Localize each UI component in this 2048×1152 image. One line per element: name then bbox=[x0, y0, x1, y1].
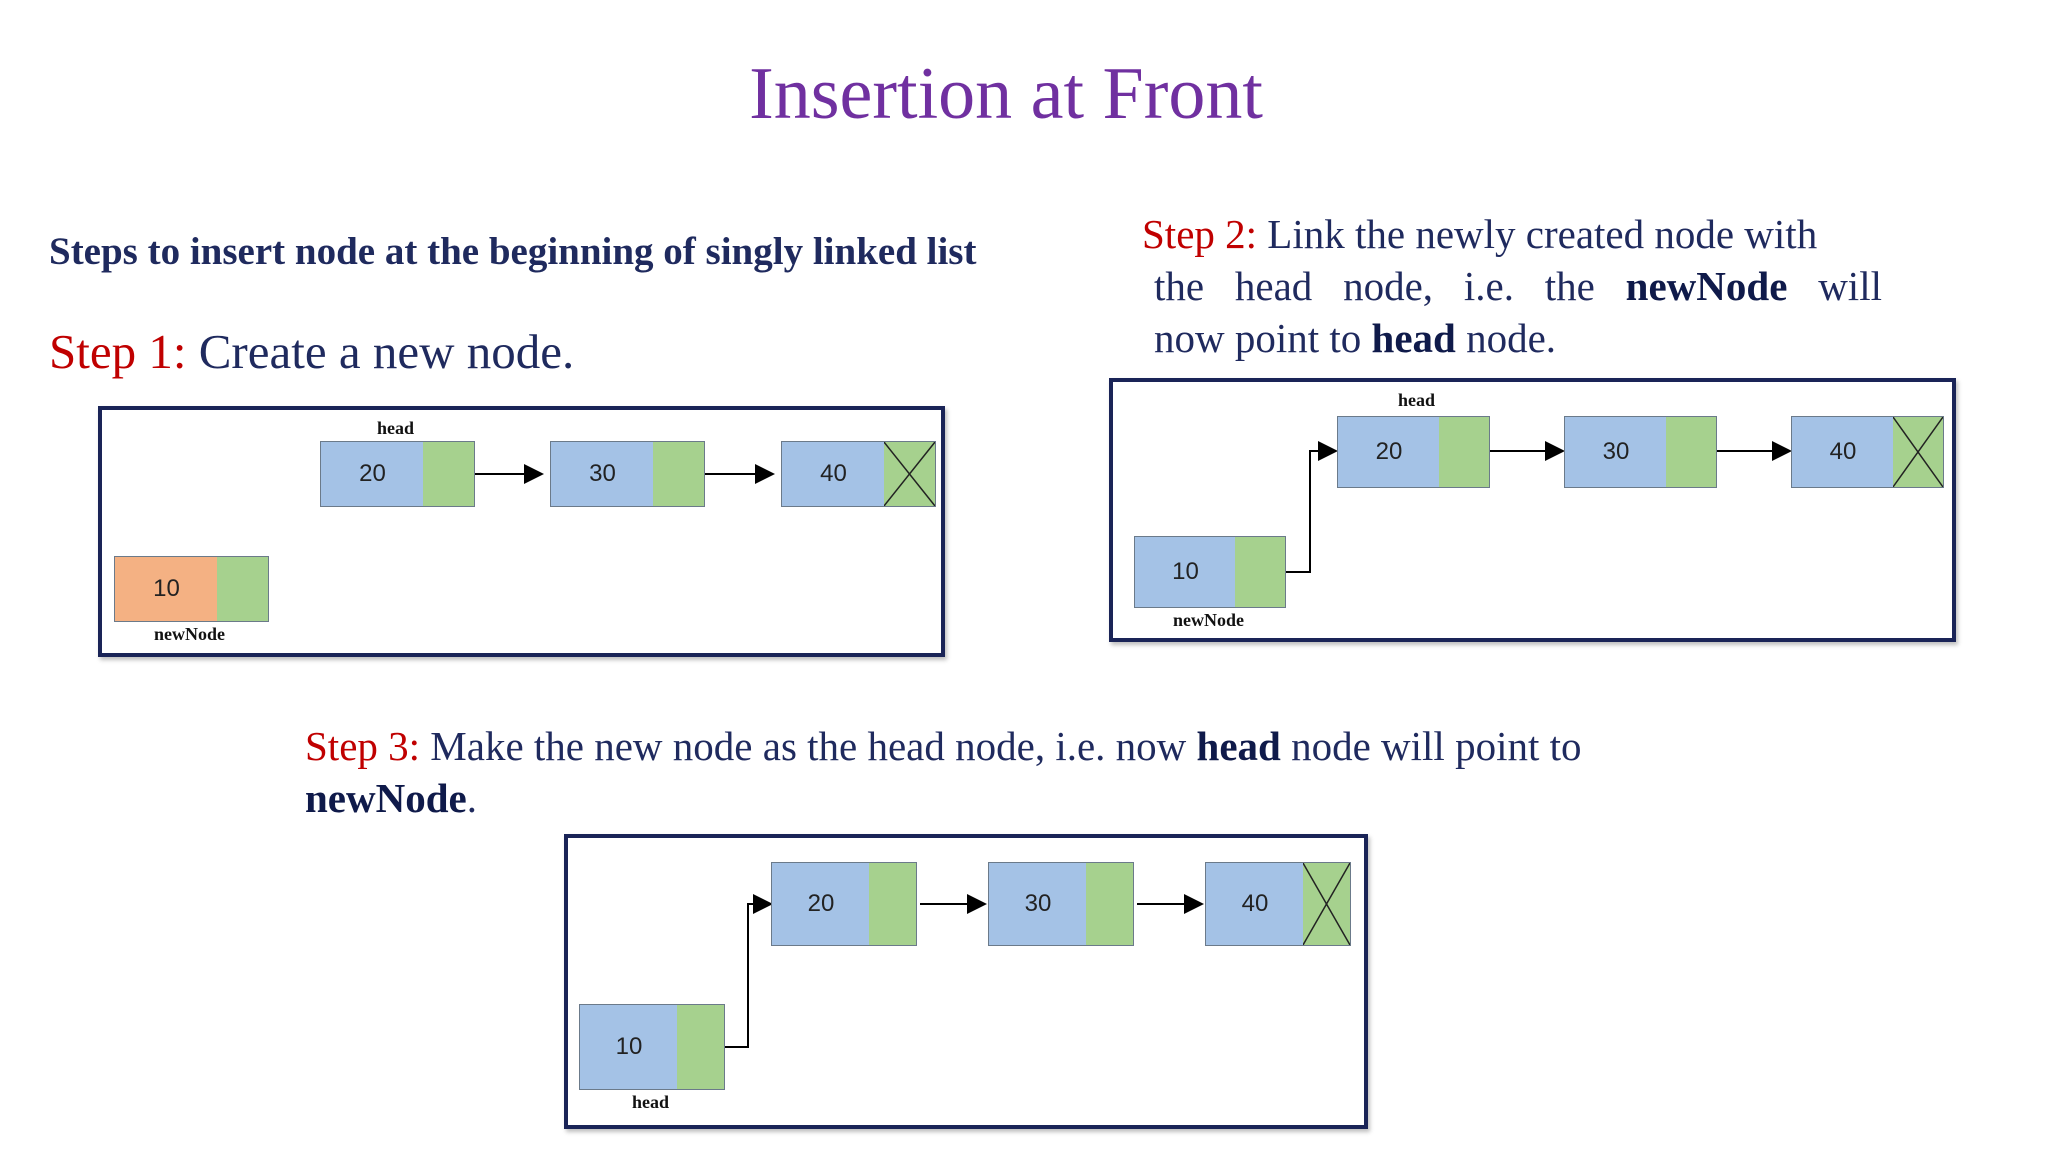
node-value: 30 bbox=[989, 863, 1088, 945]
step2-line2b: newNode bbox=[1625, 263, 1788, 309]
new-node: 10 bbox=[114, 556, 269, 622]
step3-diagram: 20 30 40 10 head bbox=[564, 834, 1368, 1129]
step2-line3b: head bbox=[1371, 315, 1456, 361]
step3-text: Step 3: Make the new node as the head no… bbox=[305, 720, 1745, 824]
node-value: 20 bbox=[321, 442, 425, 506]
list-node: 30 bbox=[550, 441, 705, 507]
step2-line2c: will bbox=[1787, 263, 1882, 309]
step3-arrows bbox=[725, 894, 1204, 1048]
head-label: head bbox=[1398, 390, 1436, 410]
step2-line3a: now point to bbox=[1154, 315, 1372, 361]
node-value: 20 bbox=[772, 863, 871, 945]
node-pointer bbox=[1666, 417, 1716, 487]
node-pointer bbox=[1439, 417, 1489, 487]
head-label: head bbox=[632, 1092, 670, 1112]
node-pointer bbox=[423, 442, 474, 506]
step2-text: Step 2: Link the newly created node with… bbox=[1142, 208, 1882, 364]
list-node: 40 bbox=[1791, 416, 1944, 488]
new-node: 10 bbox=[1134, 536, 1286, 608]
head-label: head bbox=[377, 418, 415, 438]
null-pointer-icon bbox=[1893, 417, 1943, 487]
step3-text-a: Make the new node as the head node, i.e.… bbox=[420, 723, 1197, 769]
node-value: 40 bbox=[1206, 863, 1305, 945]
newnode-label: newNode bbox=[1173, 610, 1244, 630]
step2-line1: Link the newly created node with bbox=[1257, 211, 1818, 257]
node-pointer bbox=[1086, 863, 1133, 945]
node-value: 30 bbox=[1565, 417, 1668, 487]
step3-text-c: node will point to bbox=[1280, 723, 1582, 769]
node-value: 30 bbox=[551, 442, 655, 506]
node-pointer bbox=[677, 1005, 724, 1089]
step3-text-b: head bbox=[1196, 723, 1281, 769]
step1-label: Step 1: bbox=[49, 324, 187, 379]
list-node: 20 bbox=[320, 441, 475, 507]
step2-line3c: node. bbox=[1455, 315, 1557, 361]
step2-arrows bbox=[1284, 441, 1792, 573]
list-node: 30 bbox=[1564, 416, 1717, 488]
list-node: 40 bbox=[1205, 862, 1351, 946]
node-value: 40 bbox=[782, 442, 886, 506]
step3-label: Step 3: bbox=[305, 723, 421, 769]
null-pointer-icon bbox=[1303, 863, 1350, 945]
step3-text-d: newNode bbox=[305, 775, 467, 821]
slide-title: Insertion at Front bbox=[749, 53, 1263, 135]
step1-text: Step 1: Create a new node. bbox=[49, 326, 574, 378]
step1-description: Create a new node. bbox=[186, 324, 575, 379]
intro-heading: Steps to insert node at the beginning of… bbox=[49, 230, 977, 273]
newnode-label: newNode bbox=[154, 624, 225, 644]
new-node: 10 bbox=[579, 1004, 725, 1090]
step2-line2a: the head node, i.e. the bbox=[1154, 263, 1626, 309]
step3-text-e: . bbox=[466, 775, 477, 821]
list-node: 20 bbox=[771, 862, 917, 946]
node-pointer bbox=[653, 442, 704, 506]
node-pointer bbox=[217, 557, 268, 621]
node-pointer bbox=[1235, 537, 1285, 607]
step2-label: Step 2: bbox=[1142, 211, 1258, 257]
step1-arrows bbox=[472, 464, 775, 484]
node-value: 40 bbox=[1792, 417, 1895, 487]
step1-diagram: head 20 30 40 10 newNode bbox=[98, 406, 945, 657]
list-node: 20 bbox=[1337, 416, 1490, 488]
null-pointer-icon bbox=[884, 442, 935, 506]
step2-diagram: head 20 30 40 10 newNode bbox=[1109, 378, 1956, 642]
node-value: 10 bbox=[115, 557, 219, 621]
node-value: 10 bbox=[580, 1005, 679, 1089]
node-pointer bbox=[869, 863, 916, 945]
node-value: 20 bbox=[1338, 417, 1441, 487]
list-node: 40 bbox=[781, 441, 936, 507]
list-node: 30 bbox=[988, 862, 1134, 946]
node-value: 10 bbox=[1135, 537, 1237, 607]
